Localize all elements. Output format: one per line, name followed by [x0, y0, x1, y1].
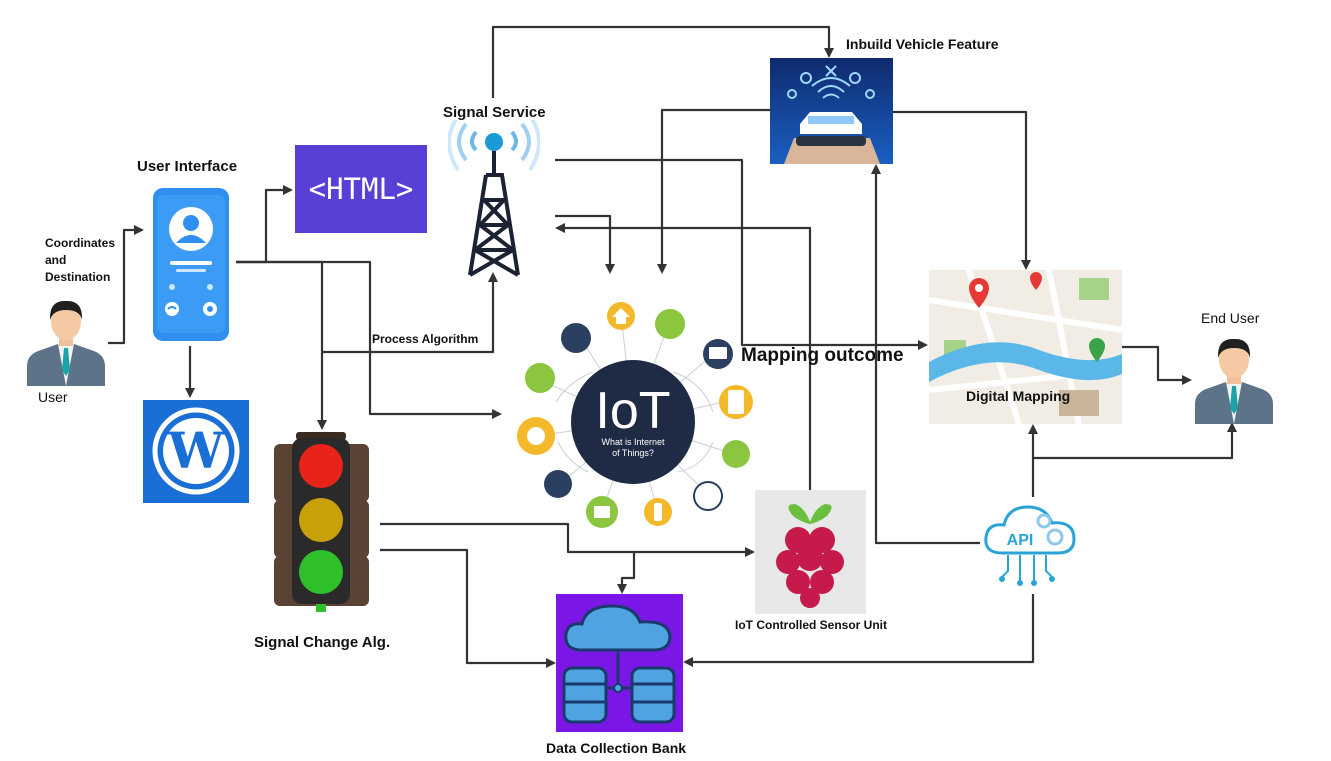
coordinates-line-2: and: [45, 253, 67, 267]
user-avatar-icon: [27, 300, 105, 386]
iot-sensor-box: [755, 490, 866, 614]
iot-sensor-label: IoT Controlled Sensor Unit: [735, 618, 887, 632]
arrow-iot-to-databank: [617, 552, 636, 594]
gamepad-icon: [525, 363, 555, 393]
user-interface-label: User Interface: [137, 158, 238, 175]
monitor-icon: [722, 440, 750, 468]
process-algorithm-label: Process Algorithm: [372, 332, 479, 346]
svg-text:W: W: [167, 421, 225, 480]
phone-icon: [153, 188, 229, 341]
iot-hub-diagram: IoT What is Internet of Things?: [517, 302, 753, 528]
arrow-ui-to-html: [236, 185, 293, 264]
arrow-vehicle-to-iot: [657, 108, 772, 274]
user-label: User: [38, 389, 68, 405]
wordpress-icon: W: [152, 407, 240, 495]
arrow-sensor-to-tower: [555, 223, 812, 490]
wordpress-logo: W: [143, 400, 249, 503]
iot-title: IoT: [595, 382, 670, 440]
plane-icon: [544, 470, 572, 498]
signal-change-label: Signal Change Alg.: [254, 634, 391, 651]
iot-subtitle-2: of Things?: [612, 448, 654, 458]
antenna-icon: [655, 309, 685, 339]
signal-service-label: Signal Service: [443, 104, 546, 121]
bulb-icon: [693, 481, 723, 511]
data-bank-label: Data Collection Bank: [546, 740, 687, 756]
arrow-traffic-to-sensor: [380, 522, 755, 557]
arrow-user-to-ui: [108, 225, 144, 345]
arrow-tower-to-map: [555, 158, 928, 350]
api-cloud-icon: API: [984, 505, 1076, 586]
arrow-tower-to-iot: [555, 214, 615, 274]
html-logo: <HTML>: [295, 145, 427, 233]
digital-map-image: [929, 270, 1122, 424]
arrow-api-to-databank: [683, 594, 1035, 667]
mapping-outcome-label: Mapping outcome: [741, 345, 904, 366]
coordinates-line-1: Coordinates: [45, 236, 116, 250]
vehicle-feature-image: [770, 58, 893, 164]
database-cloud-icon: [562, 604, 676, 724]
arrow-api-to-vehicle: [871, 164, 980, 545]
signal-tower-icon: [448, 120, 540, 277]
coordinates-line-3: Destination: [45, 270, 111, 284]
arrow-process-algorithm: [322, 272, 498, 354]
iot-subtitle-1: What is Internet: [601, 437, 665, 447]
raspberry-pi-icon: [776, 504, 844, 608]
end-user-avatar-icon: [1195, 338, 1273, 424]
arrow-traffic-to-databank: [380, 548, 556, 668]
inbuild-vehicle-label: Inbuild Vehicle Feature: [846, 36, 999, 52]
digital-mapping-label: Digital Mapping: [966, 388, 1071, 404]
api-text: API: [1007, 532, 1034, 549]
arrow-api-to-enduser: [1031, 422, 1237, 497]
data-bank-box: [556, 594, 683, 732]
arrow-tower-to-vehicle: [491, 25, 834, 98]
arrow-map-to-enduser: [1122, 345, 1192, 385]
globe-icon: [561, 323, 591, 353]
arrow-ui-to-iot: [236, 260, 502, 419]
traffic-light-icon: [274, 432, 369, 612]
end-user-label: End User: [1201, 310, 1260, 326]
coordinates-label: Coordinates and Destination: [45, 235, 115, 286]
arrow-vehicle-to-map: [893, 110, 1031, 270]
